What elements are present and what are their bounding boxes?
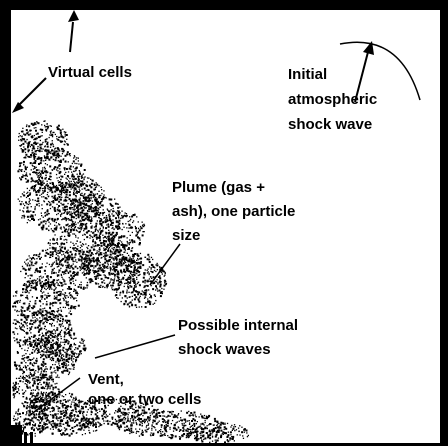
virtual-cells-arrowhead-top	[68, 10, 79, 22]
virtual-cells-arrow-left	[18, 78, 46, 106]
plume-label-3: size	[172, 227, 200, 244]
vent-label-2: one or two cells	[88, 391, 201, 408]
plume-label-2: ash), one particle	[172, 203, 295, 220]
internal-shock-label-2: shock waves	[178, 341, 271, 358]
internal-shock-label-1: Possible internal	[178, 317, 298, 334]
virtual-cells-label: Virtual cells	[48, 64, 132, 81]
plume-label-1: Plume (gas +	[172, 179, 265, 196]
initial-shock-label-1: Initial	[288, 66, 327, 83]
virtual-cells-left-strip	[3, 3, 11, 443]
virtual-cells-arrow-top	[70, 22, 73, 52]
initial-shock-label-2: atmospheric	[288, 91, 377, 108]
vent-marker	[10, 425, 33, 444]
plume-leader	[150, 244, 180, 285]
frame-right-strip	[440, 3, 445, 443]
virtual-cells-arrowhead-left	[12, 102, 24, 113]
internal-shock-leader	[95, 335, 175, 358]
virtual-cells-top-strip	[3, 3, 444, 10]
initial-shock-label-3: shock wave	[288, 116, 372, 133]
vent-label-1: Vent,	[88, 371, 124, 388]
